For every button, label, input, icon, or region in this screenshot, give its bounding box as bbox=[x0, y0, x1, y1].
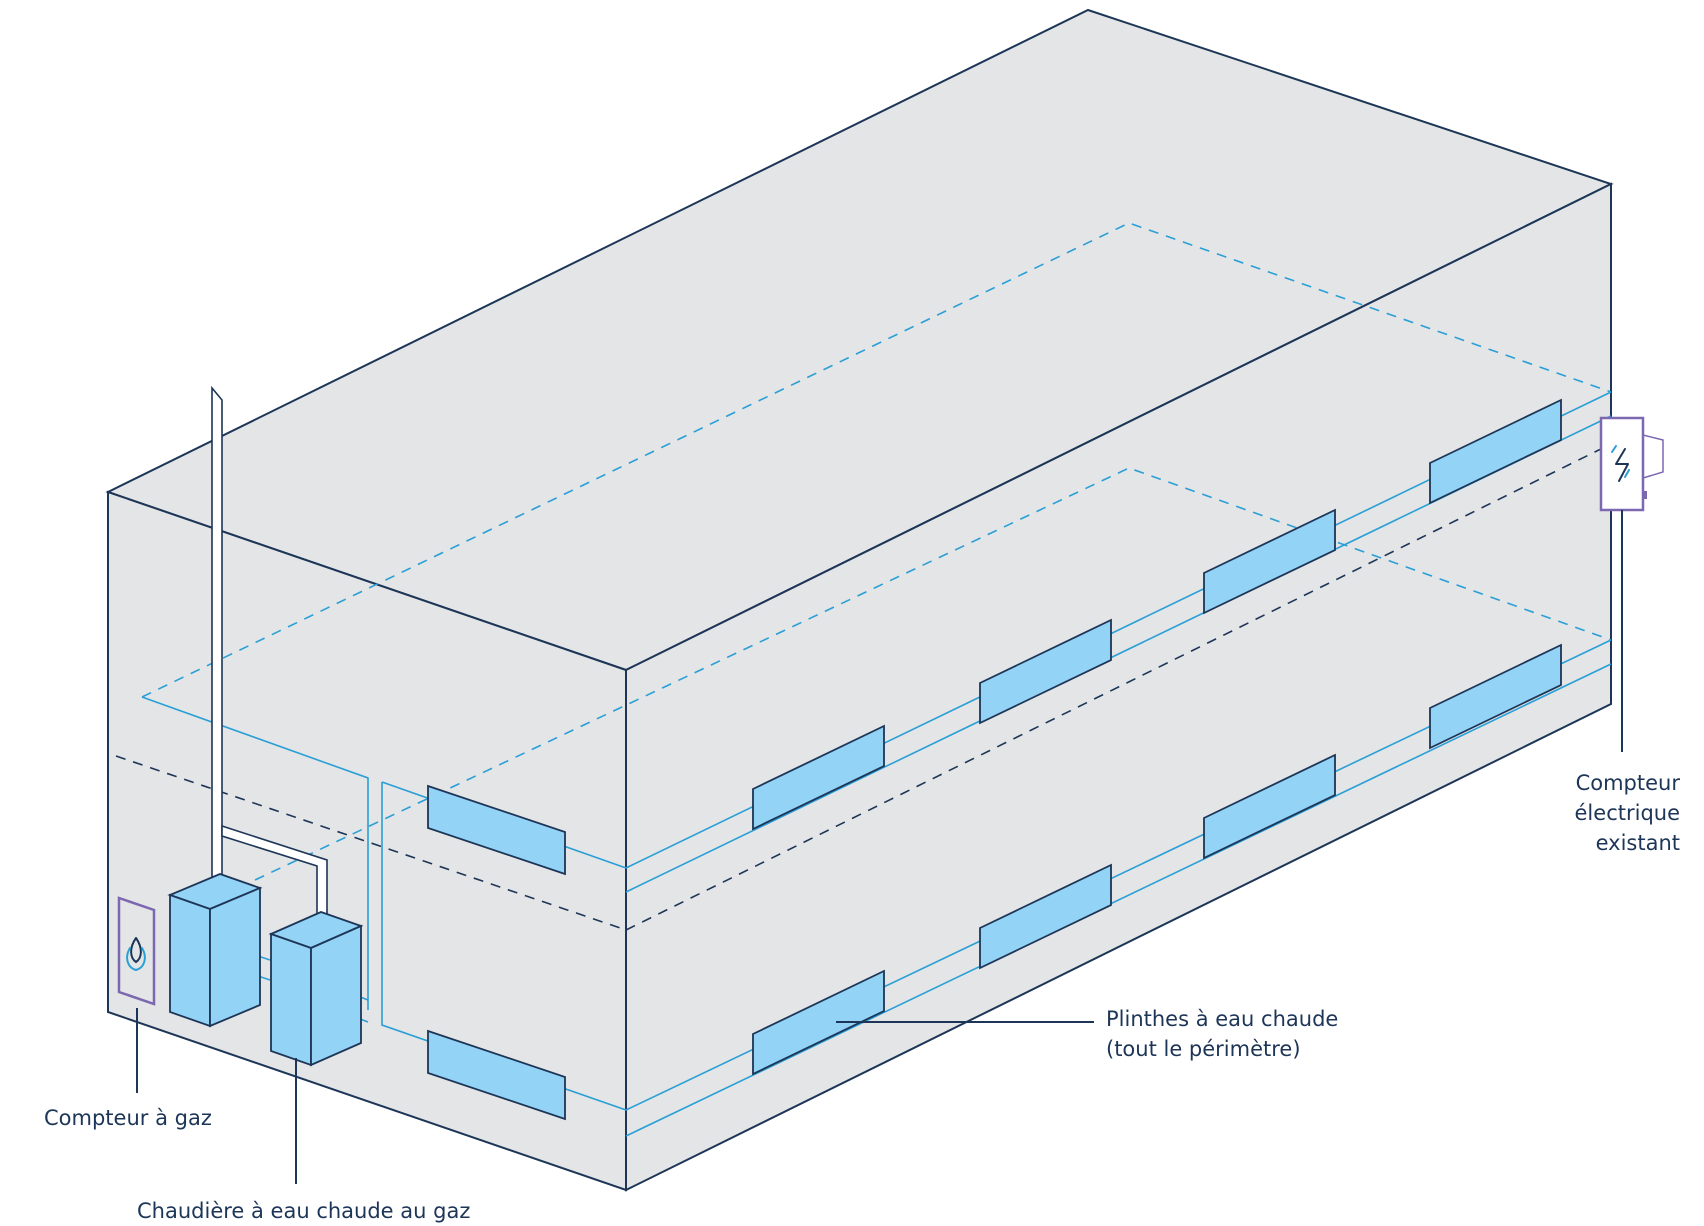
electric-meter bbox=[1599, 416, 1664, 512]
chimney-flue bbox=[211, 385, 223, 889]
floor-outlines bbox=[115, 222, 1612, 931]
boiler-left-side bbox=[169, 893, 211, 1028]
boiler-right-front bbox=[310, 924, 362, 1067]
electric-meter-tab bbox=[1643, 491, 1647, 499]
baseboard-lower-3 bbox=[1203, 753, 1336, 860]
gas-meter-label: Compteur à gaz bbox=[44, 1103, 212, 1133]
gas-meter-box bbox=[117, 896, 156, 1006]
boiler-label-text: Chaudière à eau chaude au gaz bbox=[137, 1199, 471, 1223]
boiler-right bbox=[268, 911, 364, 1067]
baseboard-upper-side bbox=[427, 784, 566, 876]
lightning-icon bbox=[1611, 445, 1630, 482]
gas-meter bbox=[117, 896, 156, 1006]
baseboard-upper-3 bbox=[1203, 508, 1336, 615]
baseboards bbox=[427, 398, 1562, 1121]
upper-floor-outline bbox=[141, 222, 1612, 698]
boiler-left-front bbox=[209, 886, 261, 1028]
baseboard-label-line1: Plinthes à eau chaude bbox=[1106, 1007, 1339, 1031]
boiler-label: Chaudière à eau chaude au gaz bbox=[137, 1196, 470, 1226]
boiler-left bbox=[167, 873, 263, 1028]
electric-meter-label-line3: existant bbox=[1595, 831, 1680, 855]
baseboard-label: Plinthes à eau chaude (tout le périmètre… bbox=[1106, 1004, 1338, 1064]
floor-slab-front bbox=[625, 443, 1612, 931]
baseboard-upper-1 bbox=[752, 724, 885, 831]
electric-meter-label: Compteur électrique existant bbox=[1500, 768, 1680, 858]
baseboard-lower-side bbox=[427, 1029, 566, 1121]
flame-icon bbox=[126, 937, 146, 971]
baseboard-lower-1 bbox=[752, 969, 885, 1076]
baseboard-upper-2 bbox=[979, 618, 1112, 725]
boiler-right-side bbox=[270, 932, 312, 1067]
baseboard-lower-2 bbox=[979, 863, 1112, 970]
gas-meter-label-text: Compteur à gaz bbox=[44, 1106, 212, 1130]
leader-lines bbox=[136, 510, 1623, 1184]
baseboard-lower-4 bbox=[1429, 643, 1562, 750]
baseboard-label-line2: (tout le périmètre) bbox=[1106, 1037, 1301, 1061]
electric-meter-label-line1: Compteur bbox=[1575, 771, 1680, 795]
electric-meter-bracket bbox=[1642, 434, 1664, 479]
electric-meter-label-line2: électrique bbox=[1574, 801, 1680, 825]
baseboard-upper-4 bbox=[1429, 398, 1562, 505]
pipe-lower-front-b bbox=[625, 663, 1612, 1137]
